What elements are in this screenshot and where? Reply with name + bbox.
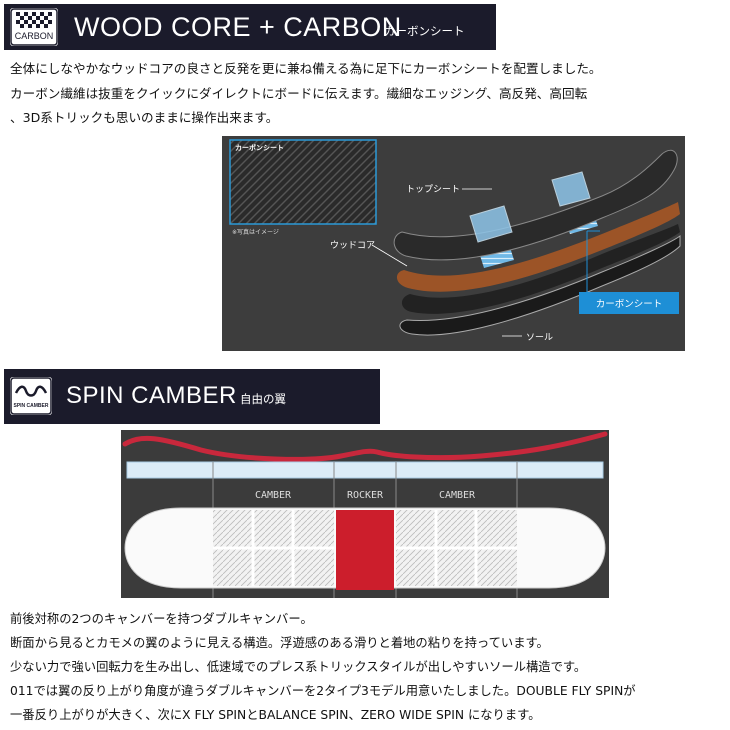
board-layer-diagram: カーボンシート ※写真はイメージ トップシート ウッドコア カーボンシート ソー… xyxy=(222,136,685,351)
spin-camber-description-line: 前後対称の2つのキャンバーを持つダブルキャンバー。 xyxy=(10,612,313,626)
inset-label: カーボンシート xyxy=(235,143,284,152)
inset-note: ※写真はイメージ xyxy=(232,228,279,236)
label-camber-right: CAMBER xyxy=(439,490,476,501)
carbon-logo-text: CARBON xyxy=(15,31,54,41)
spin-camber-description-line: 少ない力で強い回転力を生み出し、低速域でのプレス系トリックスタイルが出しやすいソ… xyxy=(10,660,587,674)
profile-bar xyxy=(126,461,604,479)
wood-core-layer xyxy=(396,202,680,292)
carbon-description: 全体にしなやかなウッドコアの良さと反発を更に兼ね備える為に足下にカーボンシートを… xyxy=(10,57,602,131)
label-wood-core: ウッドコア xyxy=(330,240,375,251)
spin-camber-logo-icon: SPIN CAMBER xyxy=(10,377,52,415)
grid-lines xyxy=(213,510,517,586)
camber-profile-line xyxy=(122,431,608,462)
carbon-sample-inset xyxy=(229,139,377,225)
carbon-checker-logo-icon: CARBON xyxy=(10,8,58,46)
spin-camber-logo-text: SPIN CAMBER xyxy=(13,403,48,409)
carbon-sheet-callout xyxy=(579,292,679,314)
top-carbon-window-right xyxy=(551,171,591,207)
camber-profile-diagram: CAMBER ROCKER CAMBER xyxy=(121,430,609,598)
carbon-description-line: 、3D系トリックも思いのままに操作出来ます。 xyxy=(10,110,279,125)
section-subtitle: カーボンシート xyxy=(384,24,465,38)
section-title: SPIN CAMBER xyxy=(66,382,237,409)
label-camber-left: CAMBER xyxy=(255,490,292,501)
spin-camber-description-line: 一番反り上がりが大きく、次にX FLY SPINとBALANCE SPIN、ZE… xyxy=(10,708,541,722)
sole-layer xyxy=(399,235,681,336)
carbon-description-line: 全体にしなやかなウッドコアの良さと反発を更に兼ね備える為に足下にカーボンシートを… xyxy=(10,61,602,76)
label-carbon-sheet: カーボンシート xyxy=(596,299,663,310)
section-title: WOOD CORE + CARBON xyxy=(74,12,402,42)
wood-core-carbon-banner: CARBON WOOD CORE + CARBON カーボンシート xyxy=(4,4,496,50)
top-sheet-layer xyxy=(393,149,678,261)
spin-camber-description-line: 断面から見るとカモメの翼のように見える構造。浮遊感のある滑りと着地の粘りを持って… xyxy=(10,636,549,650)
spin-camber-description-line: 011では翼の反り上がり角度が違うダブルキャンバーを2タイプ3モデル用意いたしま… xyxy=(10,684,636,698)
rocker-zone xyxy=(336,510,394,590)
label-top-sheet: トップシート xyxy=(406,184,460,195)
label-sole: ソール xyxy=(526,333,553,343)
spin-camber-description: 前後対称の2つのキャンバーを持つダブルキャンバー。 断面から見るとカモメの翼のよ… xyxy=(10,607,636,727)
section-subtitle: 自由の翼 xyxy=(240,392,286,406)
carbon-description-line: カーボン繊維は抜重をクイックにダイレクトにボードに伝えます。繊細なエッジング、高… xyxy=(10,85,588,101)
label-rocker: ROCKER xyxy=(347,490,384,501)
top-carbon-window-left xyxy=(469,205,513,243)
spin-camber-banner: SPIN CAMBER SPIN CAMBER 自由の翼 xyxy=(4,369,380,424)
sole-top-layer xyxy=(401,224,680,314)
